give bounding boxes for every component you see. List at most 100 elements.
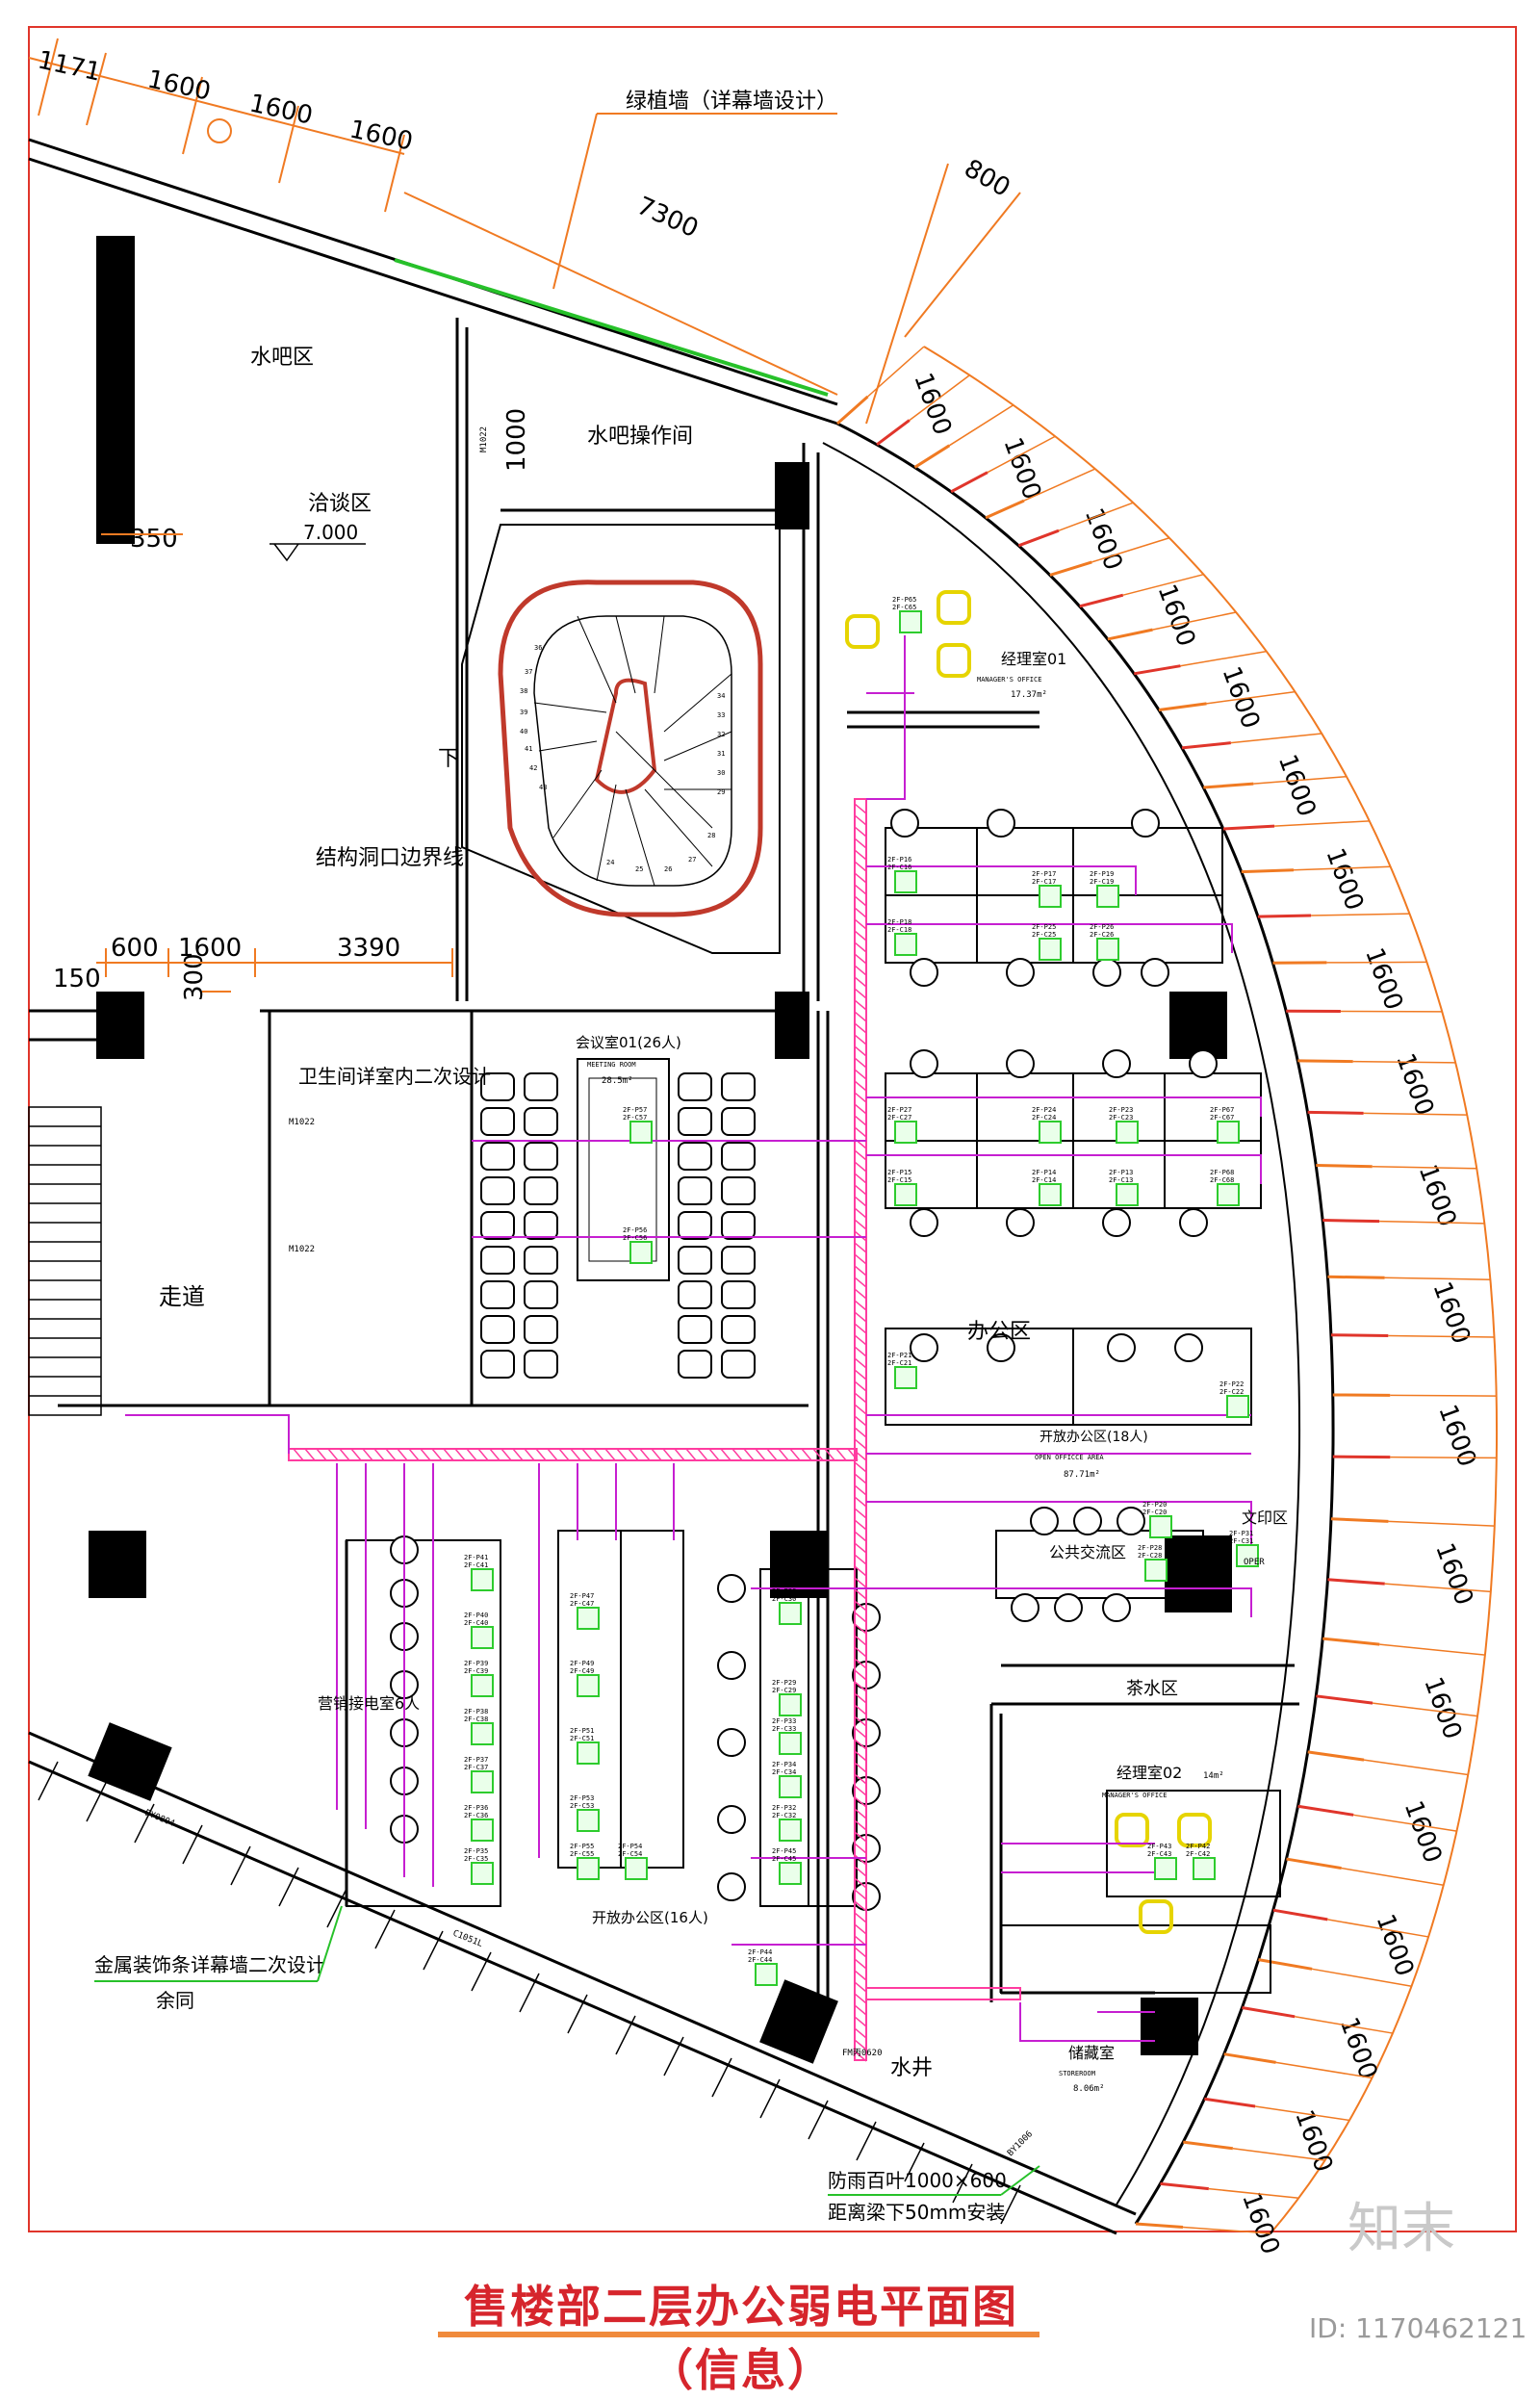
tray-hatch-mark: [855, 1185, 866, 1195]
tray-hatch-mark: [855, 1266, 866, 1276]
meeting-table: [578, 1059, 669, 1280]
manager-chairs: [847, 592, 1210, 1932]
dim-7300: 7300: [632, 192, 703, 244]
side-dim-label: 1600: [1359, 944, 1408, 1014]
tray-hatch-mark: [605, 1449, 615, 1460]
meeting-chair: [481, 1143, 514, 1170]
workstation-chair: [1103, 1050, 1130, 1077]
tray-hatch-mark: [855, 1000, 866, 1010]
mullion: [1159, 704, 1207, 710]
outlet-label: 2F-C36: [464, 1812, 488, 1819]
manager2-en-label: MANAGER'S OFFICE: [1102, 1792, 1167, 1799]
tray-hatch-mark: [675, 1449, 684, 1460]
outlet-label: 2F-P38: [464, 1708, 488, 1715]
meeting-chair: [722, 1351, 755, 1378]
dim-1600-c: 1600: [347, 116, 416, 157]
mullion: [877, 421, 910, 445]
outlet-box: [578, 1742, 599, 1764]
workstation-chair: [718, 1652, 745, 1679]
outlet-label: 2F-P39: [464, 1660, 488, 1667]
meeting-chair: [525, 1351, 557, 1378]
stair-step-number: 34: [717, 692, 725, 700]
outlet-box: [1218, 1184, 1239, 1205]
outlet-box: [895, 871, 916, 892]
dim-tick: [1385, 1277, 1491, 1279]
tray-hatch-mark: [855, 1324, 866, 1333]
tray-hatch-mark: [855, 1393, 866, 1403]
outlet-label: 2F-P13: [1109, 1169, 1133, 1176]
outlet-label: 2F-P32: [772, 1804, 796, 1812]
tray-hatch-mark: [855, 885, 866, 894]
mullion: [1223, 826, 1274, 829]
mullion: [1108, 630, 1153, 639]
outlet-label: 2F-P19: [1090, 870, 1114, 878]
tray-hatch-mark: [855, 1555, 866, 1564]
tray-hatch-mark: [855, 1220, 866, 1229]
side-dim-label: 1600: [1289, 2106, 1338, 2176]
tray-hatch-mark: [855, 1208, 866, 1218]
tray-hatch-mark: [652, 1449, 661, 1460]
mullion: [1050, 562, 1091, 576]
tray-hatch-mark: [855, 1982, 866, 1992]
level-marker: [274, 544, 298, 560]
outlet-label: 2F-C53: [570, 1802, 594, 1810]
watermark-logo: 知末: [1348, 2185, 1455, 2263]
dim-350: 350: [130, 525, 178, 554]
outlet-box: [895, 934, 916, 955]
tray-hatch-mark: [490, 1449, 500, 1460]
outlet-label: 2F-P57: [623, 1106, 647, 1114]
tray-hatch-mark: [855, 1070, 866, 1079]
outlet-label: 2F-P55: [570, 1843, 594, 1850]
outlet-label: 2F-C23: [1109, 1114, 1133, 1122]
side-dim-label: 1600: [1399, 1797, 1448, 1867]
dim-tick: [1388, 1521, 1494, 1526]
tray-hatch-mark: [455, 1449, 465, 1460]
dim-tick: [1364, 1113, 1468, 1115]
outlet-box: [780, 1776, 801, 1797]
tray-hatch-mark: [398, 1449, 407, 1460]
tray-hatch-mark: [478, 1449, 488, 1460]
tray-hatch-mark: [855, 954, 866, 964]
tray-hatch-mark: [317, 1449, 326, 1460]
door-label-3: M1022: [289, 1245, 315, 1254]
outlet-box: [895, 1367, 916, 1388]
outlet-label: 2F-C24: [1032, 1114, 1056, 1122]
outlet-label: 2F-P54: [618, 1843, 642, 1850]
tray-hatch-mark: [663, 1449, 673, 1460]
tray-hatch-mark: [686, 1449, 696, 1460]
workstation-chair: [1031, 1508, 1058, 1535]
dim-tick: [1390, 1395, 1496, 1396]
dim-tick: [1180, 652, 1266, 666]
outlet-label: 2F-P16: [887, 856, 911, 864]
outlet-box: [472, 1771, 493, 1793]
tray-hatch-mark: [855, 1301, 866, 1310]
mullion: [1297, 1806, 1353, 1815]
outlet-label: 2F-C49: [570, 1667, 594, 1675]
outlet-label: 2F-C31: [1229, 1537, 1253, 1545]
outlet-box: [895, 1184, 916, 1205]
workstation-chair: [911, 1334, 937, 1361]
outlet-box: [780, 1819, 801, 1841]
mullion: [1182, 743, 1231, 748]
mullion: [951, 473, 988, 492]
mullion: [1322, 1221, 1379, 1222]
storage-label: 储藏室: [1068, 2044, 1115, 2062]
public-label: 公共交流区: [1049, 1543, 1126, 1561]
same-label: 余同: [156, 1989, 194, 2012]
outlet-label: 2F-P23: [1109, 1106, 1133, 1114]
side-dim-label: 1600: [1429, 1539, 1478, 1609]
workstation-chair: [911, 1050, 937, 1077]
workstation-chair: [718, 1873, 745, 1900]
tray-hatch-mark: [855, 2028, 866, 2038]
stair-step-number: 25: [635, 865, 643, 873]
tray-hatch-mark: [855, 1127, 866, 1137]
mullion: [1316, 1696, 1373, 1703]
outlet-box: [780, 1603, 801, 1624]
outlet-box: [578, 1675, 599, 1696]
side-dim-label: 1600: [908, 369, 957, 438]
dim-150: 150: [53, 965, 101, 993]
mullion: [1331, 1335, 1388, 1336]
outlet-box: [1116, 1122, 1138, 1143]
tray-hatch-mark: [855, 1439, 866, 1449]
